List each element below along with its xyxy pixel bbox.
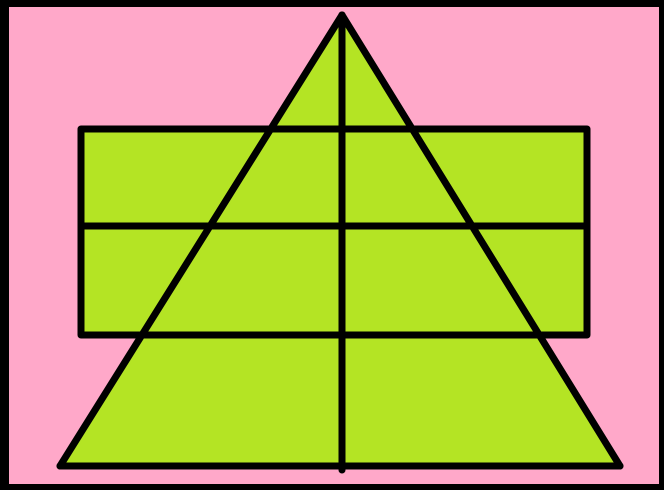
- triangle-left-side: [56, 11, 346, 470]
- triangle-right-side: [338, 11, 624, 470]
- rectangle-fill: [80, 128, 588, 336]
- rectangle-outline: [77, 125, 591, 339]
- figure-lines: [56, 11, 624, 474]
